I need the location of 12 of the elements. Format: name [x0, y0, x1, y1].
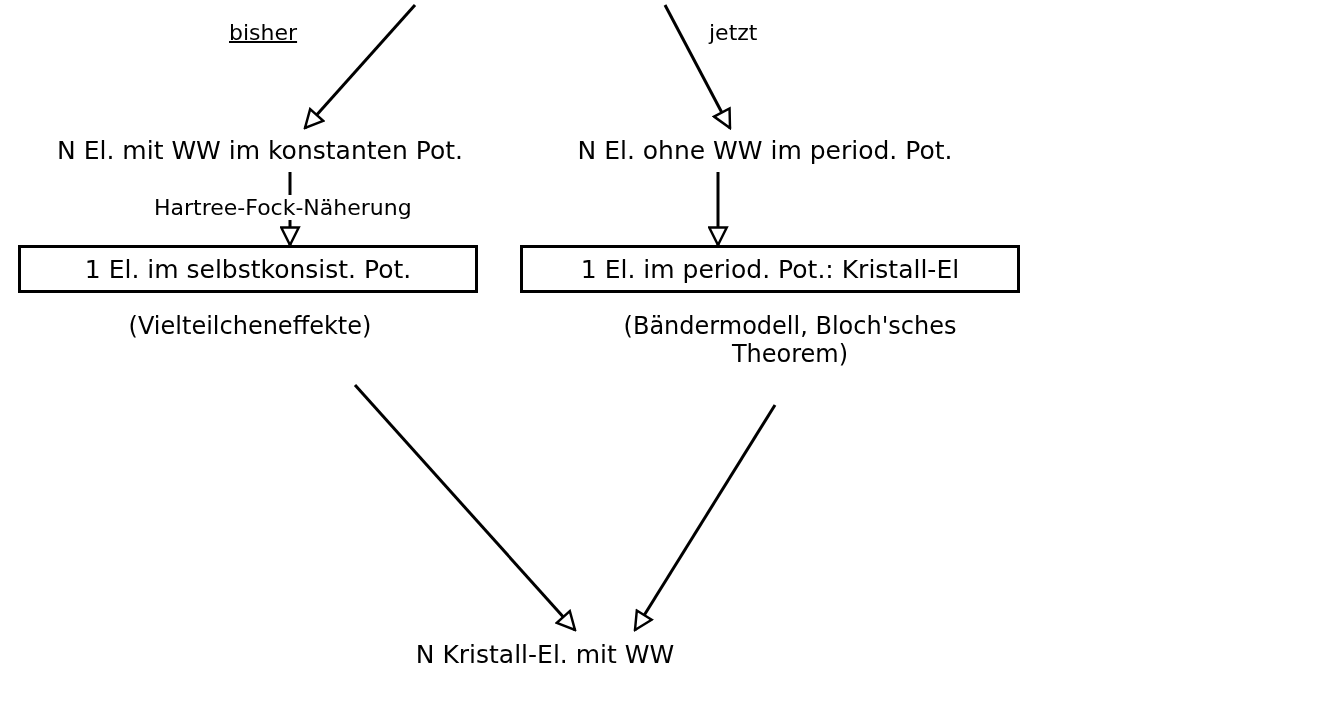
- note-text: (Vielteilcheneffekte): [127, 312, 373, 340]
- state-text: N El. ohne WW im period. Pot.: [515, 128, 1015, 172]
- process-box: 1 El. im period. Pot.: Kristall-El: [520, 245, 1020, 293]
- state-text: N El. mit WW im konstanten Pot.: [40, 128, 480, 172]
- arrow: [708, 172, 728, 247]
- arrow: [663, 4, 732, 130]
- state-text: N Kristall-El. mit WW: [330, 630, 760, 678]
- process-box: 1 El. im selbstkonsist. Pot.: [18, 245, 478, 293]
- arrow: [303, 4, 417, 130]
- arrow: [353, 384, 577, 632]
- arrow: [633, 404, 777, 632]
- note-text: (Bändermodell, Bloch'sches Theorem): [622, 312, 958, 368]
